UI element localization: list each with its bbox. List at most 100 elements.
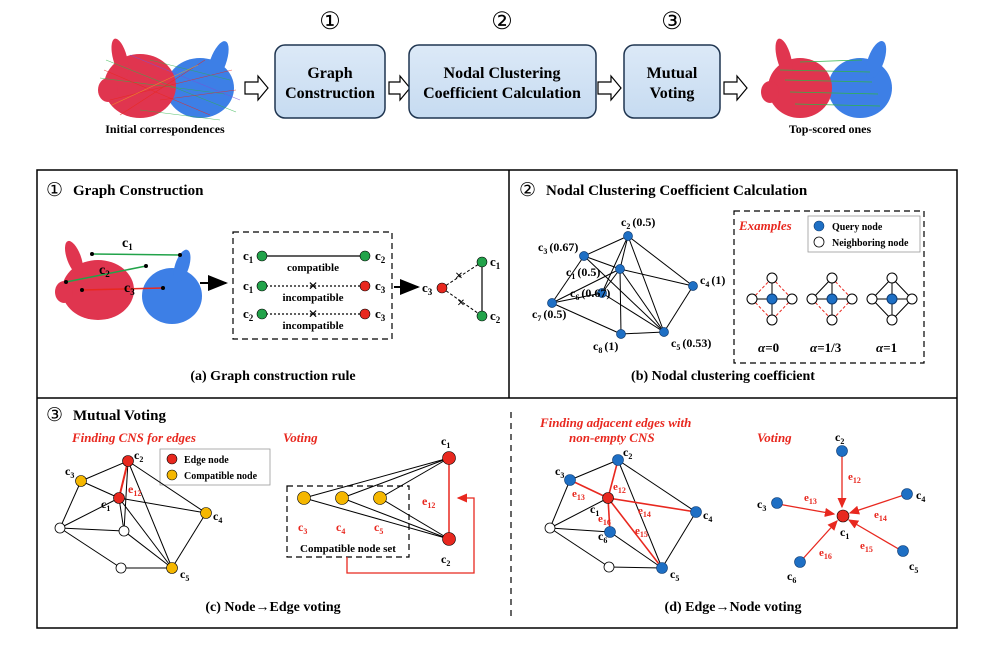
step-3-line-2: Voting — [650, 85, 695, 102]
edge-e12 — [118, 460, 129, 499]
panel-b-number: ② — [519, 180, 536, 201]
legend-compatible-node: Compatible node — [184, 471, 258, 482]
row1-right-node — [359, 250, 371, 262]
row3-left-node — [256, 308, 268, 320]
node-label-c3: c3(0.67) — [538, 240, 578, 256]
panel-d-subtitle-line-1: Finding adjacent edges with — [539, 415, 691, 430]
d-label-c2: c2 — [623, 445, 632, 461]
star-label-e15: e15 — [860, 540, 873, 554]
legend-query-node: Query node — [832, 222, 883, 233]
step-1-line-1: Graph — [307, 65, 352, 82]
bunny-label-c3: c3 — [124, 281, 135, 297]
compatible-node-set-label: Compatible node set — [300, 543, 396, 555]
panel-b-caption: (b) Nodal clustering coefficient — [631, 369, 815, 384]
row1-status: compatible — [287, 262, 339, 274]
bunny-label-c2: c2 — [99, 263, 110, 279]
d-label-c6: c6 — [598, 529, 607, 545]
step-2-line-2: Coefficient Calculation — [423, 85, 581, 102]
step-3-number: ③ — [661, 9, 683, 35]
example-alpha-1 — [866, 272, 918, 326]
panel-b-title: Nodal Clustering Coefficient Calculation — [546, 183, 808, 199]
panel-c-title: Mutual Voting — [73, 408, 166, 424]
tri-label-c1: c1 — [490, 254, 501, 271]
bunny-left-image — [98, 38, 241, 121]
panels-frame — [36, 169, 958, 629]
node-label-c4: c4(1) — [700, 273, 725, 289]
row2-status: incompatible — [282, 292, 343, 304]
graph-label-c2: c2 — [134, 448, 143, 464]
bunny-label-c1: c1 — [122, 236, 133, 252]
vote-node-c4 — [335, 491, 349, 505]
node-label-c2: c2(0.5) — [621, 215, 655, 231]
compatibility-rules-box — [232, 231, 393, 340]
panel-d-voting-title: Voting — [757, 430, 792, 445]
neighbor-node-legend-icon — [813, 236, 825, 248]
star-label-c2: c2 — [835, 430, 844, 446]
panel-a-caption: (a) Graph construction rule — [190, 369, 355, 384]
panel-d-caption: (d) Edge→Node voting — [665, 600, 802, 615]
star-label-e14: e14 — [874, 509, 887, 523]
d-node-c3 — [564, 474, 576, 486]
tri-cross-1-icon: ✕ — [455, 271, 463, 282]
row3-right-node — [359, 308, 371, 320]
star-node-c5 — [897, 545, 909, 557]
panel-b: ② Nodal Clustering Coefficient Calculati… — [519, 180, 925, 384]
star-node-c2 — [836, 445, 848, 457]
graph-label-c5: c5 — [180, 567, 189, 583]
vote-node-c5 — [373, 491, 387, 505]
vote-label-e12: e12 — [422, 494, 435, 510]
panel-d-subtitle-line-2: non-empty CNS — [569, 430, 655, 445]
panel-a-title: Graph Construction — [73, 183, 204, 199]
star-label-c6: c6 — [787, 569, 796, 585]
vote-label-c2: c2 — [441, 552, 450, 568]
node-label-c7: c7(0.5) — [532, 307, 566, 323]
d-node-c5 — [656, 562, 668, 574]
edge-node-legend-icon — [166, 453, 178, 465]
node-extra-3 — [115, 562, 127, 574]
bunny-right-image — [761, 38, 892, 118]
example-alpha-0 — [746, 272, 798, 326]
panel-c: ③ Mutual Voting Finding CNS for edges Vo… — [46, 405, 475, 615]
node-extra-2 — [118, 525, 130, 537]
d-label-c5: c5 — [670, 567, 679, 583]
legend-edge-node: Edge node — [184, 455, 229, 466]
hollow-arrow-3 — [597, 74, 622, 102]
node-c3 — [75, 475, 87, 487]
alpha-label-1: α=1 — [876, 340, 897, 355]
panel-c-edges — [59, 460, 207, 569]
hollow-arrow-2 — [388, 74, 411, 102]
panel-a: ① Graph Construction c1 c2 c3 c1 c2 comp… — [46, 180, 501, 384]
node-c1 — [113, 492, 125, 504]
panel-d: Finding adjacent edges with non-empty CN… — [539, 415, 925, 615]
tri-node-c3 — [436, 282, 448, 294]
d-label-c3: c3 — [555, 464, 564, 480]
example-alpha-third — [806, 272, 858, 326]
hollow-arrow-4 — [723, 74, 748, 102]
star-label-c3: c3 — [757, 497, 766, 513]
panel-a-bunnies — [55, 240, 202, 324]
step-1-line-2: Construction — [285, 85, 375, 102]
step-2-line-1: Nodal Clustering — [444, 65, 561, 82]
star-label-e12: e12 — [848, 471, 861, 485]
d-label-e15: e15 — [635, 525, 648, 539]
tri-node-c2 — [476, 310, 488, 322]
panel-d-red-edges — [569, 459, 697, 569]
d-label-c1: c1 — [590, 502, 599, 518]
d-label-c4: c4 — [703, 508, 712, 524]
d-node-c4 — [690, 506, 702, 518]
d-node-c2 — [612, 454, 624, 466]
step-3-line-1: Mutual — [647, 65, 698, 82]
step-2-number: ② — [491, 9, 513, 35]
row2-cross-icon: ✕ — [308, 279, 318, 293]
graph-label-c1: c1 — [101, 497, 110, 513]
panel-c-number: ③ — [46, 405, 63, 426]
star-node-c3 — [771, 497, 783, 509]
panel-a-number: ① — [46, 180, 63, 201]
top-scored-caption: Top-scored ones — [789, 122, 872, 136]
node-label-c1: c1(0.5) — [566, 265, 600, 281]
star-label-c1: c1 — [840, 525, 849, 541]
node-label-c5: c5(0.53) — [671, 336, 711, 352]
panel-b-nodes — [547, 231, 698, 339]
alpha-label-0: α=0 — [758, 340, 779, 355]
legend-neighboring-node: Neighboring node — [832, 238, 909, 249]
